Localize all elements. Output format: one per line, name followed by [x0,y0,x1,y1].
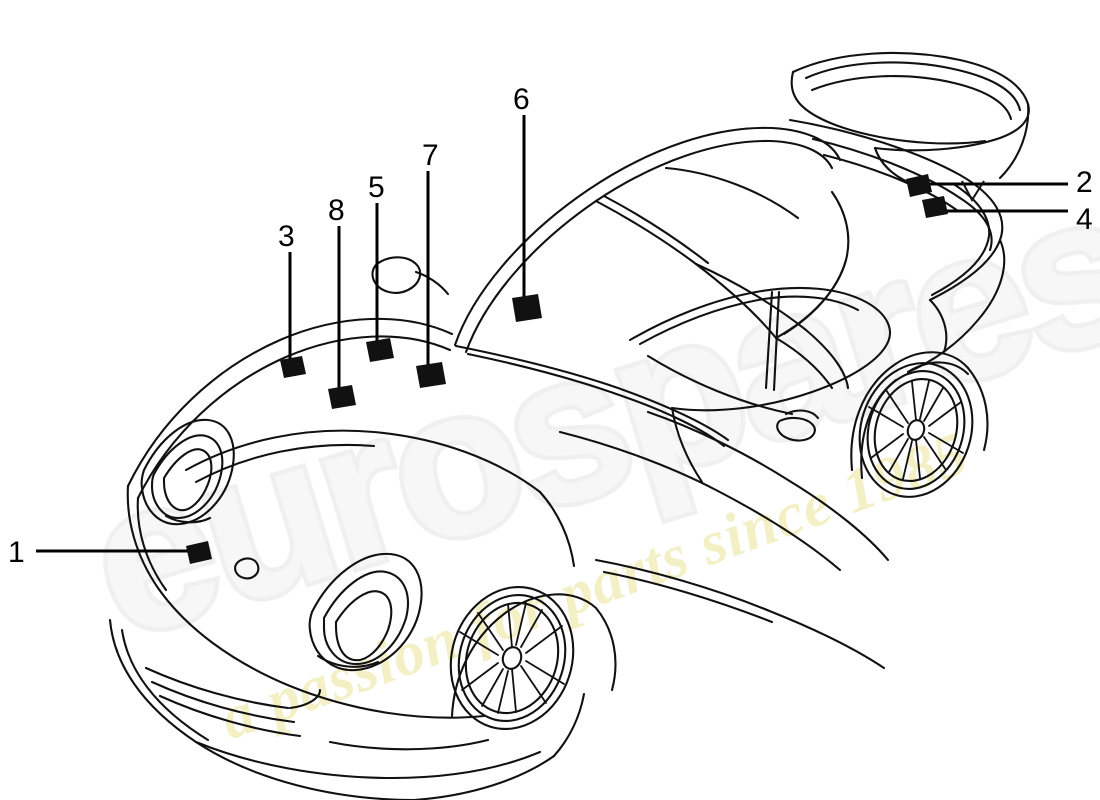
decal-marker-2 [906,174,932,197]
leader-lines [36,115,1068,553]
decal-marker-1 [186,541,212,564]
callout-number-2[interactable]: 2 [1076,166,1093,199]
decal-markers [186,174,948,564]
callout-number-4[interactable]: 4 [1076,203,1093,236]
callout-number-8[interactable]: 8 [328,194,345,227]
callout-number-6[interactable]: 6 [513,83,530,116]
wing-detail-tick [961,180,985,202]
decal-marker-7 [416,362,446,388]
callout-number-5[interactable]: 5 [368,171,385,204]
decal-marker-6 [512,294,542,322]
car-outline [108,51,1030,800]
decal-marker-8 [328,385,356,409]
callout-number-3[interactable]: 3 [278,220,295,253]
front-wheel [449,586,575,730]
decal-marker-3 [280,356,306,378]
rear-wheel [858,362,974,498]
decal-marker-4 [922,196,948,218]
callout-number-7[interactable]: 7 [422,139,439,172]
decal-marker-5 [366,338,394,362]
callout-number-1[interactable]: 1 [8,536,25,569]
